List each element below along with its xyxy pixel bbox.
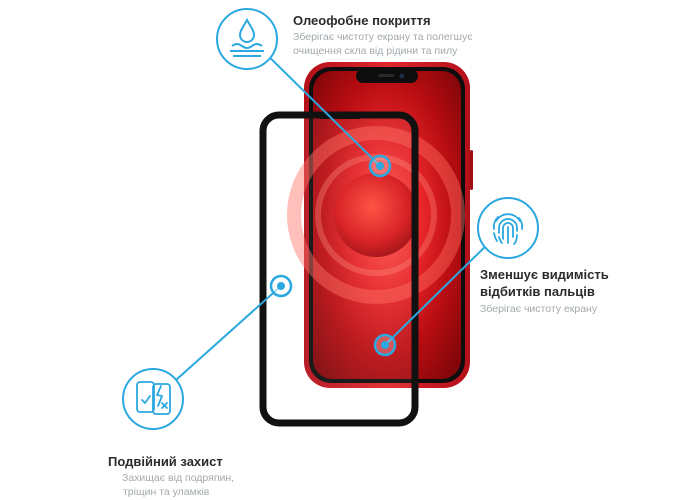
glass-outline	[259, 111, 419, 427]
fingerprint-title-line1: Зменшує видимість	[480, 267, 609, 282]
wallpaper-ring-outer	[287, 126, 465, 304]
double-protection-title: Подвійний захист	[108, 454, 223, 469]
connector-fingerprint	[384, 235, 497, 346]
oleophobic-desc-line2: очищення скла від рідини та пилу	[293, 45, 458, 57]
phone-speaker	[378, 74, 394, 77]
connector-double	[156, 285, 282, 398]
marker-fingerprint	[373, 333, 397, 357]
connector-oleophobic	[251, 39, 381, 167]
fingerprint-title-line2: відбитків пальців	[480, 284, 595, 299]
wallpaper-orb	[334, 173, 418, 257]
marker-double	[269, 274, 293, 298]
phone-side-button	[470, 150, 473, 190]
glass-notch-cutout	[318, 112, 362, 119]
fingerprint-icon	[477, 197, 539, 259]
double-protection-desc-line2: тріщин та уламків	[123, 486, 210, 498]
screen-protector	[259, 111, 419, 427]
fingerprint-desc: Зберігає чистоту екрану	[480, 303, 598, 315]
phone-protection-icon	[122, 368, 184, 430]
double-protection-desc-line1: Захищає від подряпин,	[122, 472, 235, 484]
oleophobic-desc-line1: Зберігає чистоту екрану та полегшує	[293, 31, 473, 43]
water-drop-icon	[216, 8, 278, 70]
oleophobic-title: Олеофобне покриття	[293, 13, 431, 28]
phone-camera	[399, 73, 405, 79]
marker-oleophobic	[368, 154, 392, 178]
